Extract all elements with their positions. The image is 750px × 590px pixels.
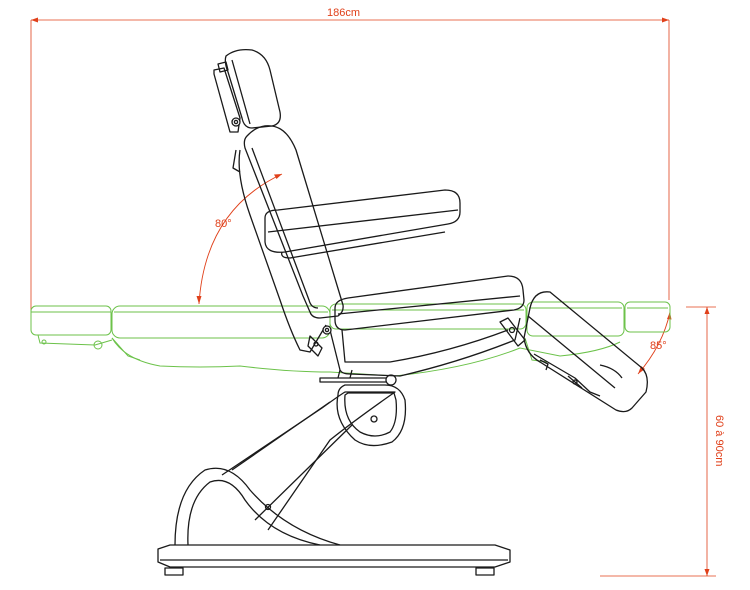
base-plate xyxy=(157,544,511,568)
backrest-hinge xyxy=(322,325,332,335)
backrest-angle-label: 80° xyxy=(215,218,232,230)
seat-frame xyxy=(329,317,521,377)
column-head xyxy=(336,384,407,447)
headrest xyxy=(224,48,281,129)
armrest xyxy=(264,189,461,253)
flat-position-outline xyxy=(30,301,671,377)
base-support xyxy=(174,467,341,546)
foot-right xyxy=(475,567,495,576)
leg-rest xyxy=(523,291,648,413)
backrest-cushion xyxy=(243,125,344,319)
headrest-bracket xyxy=(213,67,241,133)
height-label: 60 à 90cm xyxy=(713,415,725,466)
seat-cushion xyxy=(334,275,525,331)
pivot-bracket xyxy=(319,377,396,383)
length-dimension xyxy=(30,17,670,312)
backrest-shell xyxy=(238,149,327,353)
legrest-angle-label: 85° xyxy=(650,340,667,352)
lift-column xyxy=(221,391,396,531)
height-dimension xyxy=(600,306,716,577)
length-label: 186cm xyxy=(327,7,360,19)
chair-illustration xyxy=(157,48,648,576)
foot-left xyxy=(164,567,184,576)
